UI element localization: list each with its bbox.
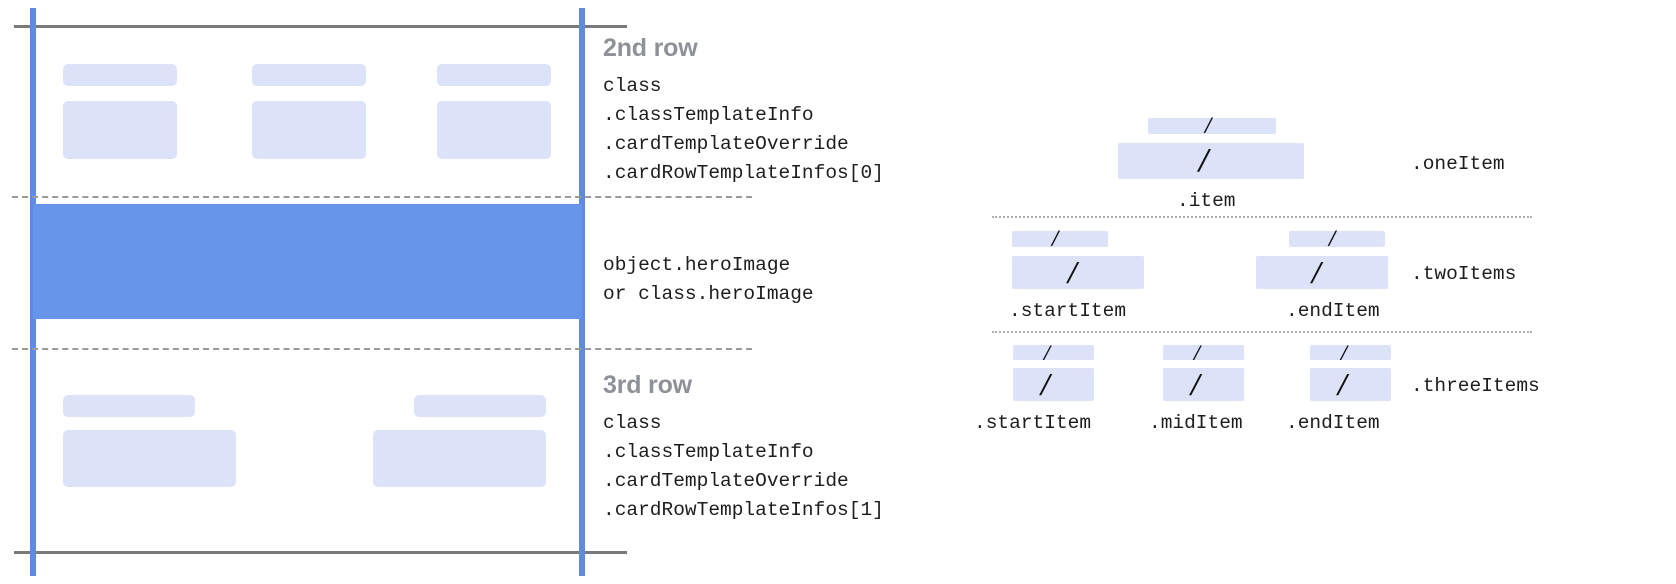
two-items-end-main-bar	[1256, 256, 1388, 289]
row2-title: 2nd row	[603, 34, 698, 62]
three-items-start-main-bar	[1013, 368, 1094, 401]
three-items-mid-label: .midItem	[1149, 412, 1243, 434]
row3-col2-body-placeholder	[373, 430, 546, 487]
three-items-mid-main-bar	[1163, 368, 1244, 401]
three-items-mid-top-bar	[1163, 345, 1244, 360]
row2-col3-title-placeholder	[437, 64, 551, 86]
two-items-end-label: .endItem	[1286, 300, 1380, 322]
one-item-cell-label: .item	[1177, 190, 1236, 212]
three-items-start-label: .startItem	[974, 412, 1092, 434]
two-items-start-main-bar	[1012, 256, 1144, 289]
row2-code-annotation: class .classTemplateInfo .cardTemplateOv…	[603, 75, 884, 184]
row3-col1-title-placeholder	[63, 395, 195, 417]
two-items-start-top-bar	[1012, 231, 1108, 247]
row2-col1-title-placeholder	[63, 64, 177, 86]
row3-title: 3rd row	[603, 371, 692, 399]
two-items-group-label: .twoItems	[1411, 263, 1517, 285]
three-items-end-label: .endItem	[1286, 412, 1380, 434]
three-items-start-top-bar	[1013, 345, 1094, 360]
one-item-main-bar	[1118, 143, 1304, 179]
row2-col2-body-placeholder	[252, 101, 366, 159]
hero-bottom-separator	[12, 348, 752, 350]
three-items-end-top-bar	[1310, 345, 1391, 360]
card-right-guide	[579, 8, 585, 576]
hero-top-separator	[12, 196, 752, 198]
row3-code-annotation: class .classTemplateInfo .cardTemplateOv…	[603, 412, 884, 521]
hero-image-band	[33, 204, 582, 319]
row2-col2-title-placeholder	[252, 64, 366, 86]
row2-col3-body-placeholder	[437, 101, 551, 159]
two-items-end-top-bar	[1289, 231, 1385, 247]
card-bottom-border	[14, 551, 627, 554]
row2-col1-body-placeholder	[63, 101, 177, 159]
row3-col2-title-placeholder	[414, 395, 546, 417]
card-diagram	[0, 0, 752, 584]
card-top-border	[14, 25, 627, 28]
row3-col1-body-placeholder	[63, 430, 236, 487]
two-items-start-label: .startItem	[1009, 300, 1127, 322]
one-item-top-bar	[1148, 118, 1276, 134]
three-items-group-label: .threeItems	[1411, 375, 1540, 397]
one-item-group-label: .oneItem	[1411, 153, 1505, 175]
three-items-end-main-bar	[1310, 368, 1391, 401]
hero-code-annotation: object.heroImage or class.heroImage	[603, 254, 814, 305]
item-separator-2	[992, 331, 1532, 333]
item-separator-1	[992, 216, 1532, 218]
